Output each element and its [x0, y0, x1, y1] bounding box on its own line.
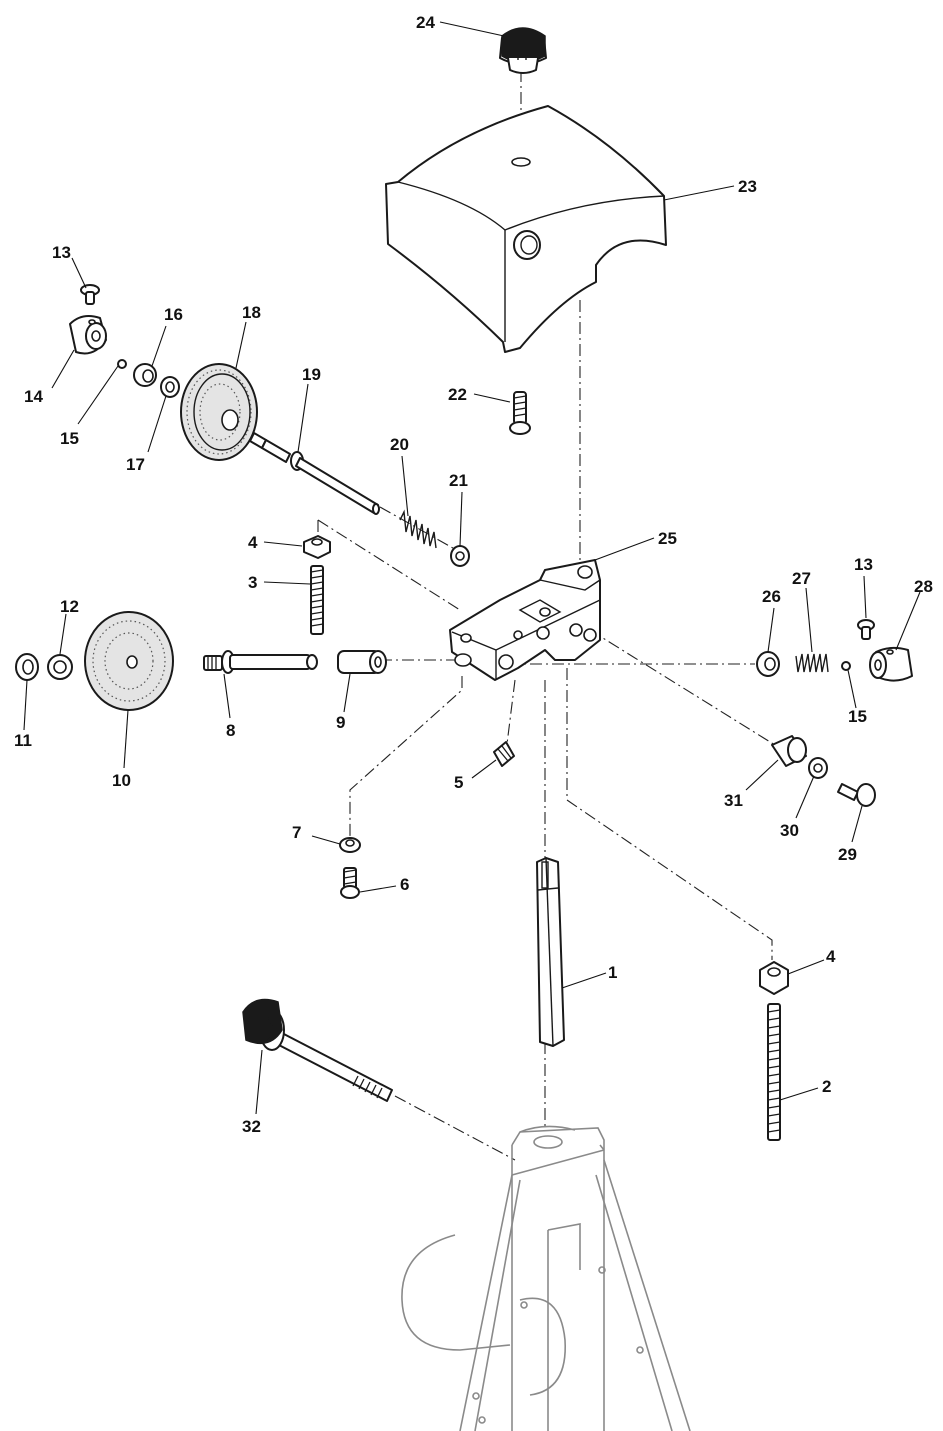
callout-18: 18: [242, 303, 261, 322]
callout-20: 20: [390, 435, 409, 454]
screw-part-22: [509, 391, 531, 435]
nut-part-4-lower: [759, 961, 789, 995]
nut-part-4-top: [303, 535, 331, 559]
ball-part-15-right: [841, 661, 851, 671]
callout-28: 28: [914, 577, 933, 596]
spring-part-27: [795, 653, 829, 673]
callout-4-top: 4: [248, 533, 258, 552]
spindle-part-8: [203, 650, 318, 674]
collar-part-28: [869, 646, 913, 682]
callout-3: 3: [248, 573, 257, 592]
column-part-1: [536, 857, 565, 1047]
bracket-part-25: [449, 559, 601, 681]
callout-2: 2: [822, 1077, 831, 1096]
callout-24: 24: [416, 13, 435, 32]
washer-part-30: [808, 757, 828, 779]
bushing-part-16: [133, 363, 157, 387]
callout-32: 32: [242, 1117, 261, 1136]
callout-1: 1: [608, 963, 617, 982]
callout-21: 21: [449, 471, 468, 490]
callout-15-right: 15: [848, 707, 867, 726]
setscrew-part-5: [493, 741, 515, 767]
callout-19: 19: [302, 365, 321, 384]
callout-9: 9: [336, 713, 345, 732]
callout-13-right: 13: [854, 555, 873, 574]
callout-16: 16: [164, 305, 183, 324]
washer-part-26: [756, 651, 780, 677]
machine-frame: [401, 1125, 691, 1431]
callout-25: 25: [658, 529, 677, 548]
callout-15-left: 15: [60, 429, 79, 448]
wheel-part-18: [180, 363, 258, 461]
knob-part-24: [499, 27, 547, 74]
callout-17: 17: [126, 455, 145, 474]
bushing-part-31: [771, 735, 807, 767]
shaft-part-19: [249, 432, 380, 515]
screw-part-13-left: [80, 284, 100, 305]
callout-22: 22: [448, 385, 467, 404]
washer-part-17: [160, 376, 180, 398]
washer-part-7: [339, 837, 361, 853]
callout-27: 27: [792, 569, 811, 588]
callout-13-left: 13: [52, 243, 71, 262]
stud-part-3: [310, 565, 324, 635]
collar-part-14: [69, 315, 107, 355]
callout-8: 8: [226, 721, 235, 740]
callout-26: 26: [762, 587, 781, 606]
washer-part-21: [450, 545, 470, 567]
callout-5: 5: [454, 773, 463, 792]
screw-part-29: [837, 783, 876, 807]
callout-23: 23: [738, 177, 757, 196]
bushing-part-9: [337, 650, 387, 674]
ball-part-15-left: [117, 359, 127, 369]
callout-31: 31: [724, 791, 743, 810]
screw-part-13-right: [857, 619, 875, 640]
washer-part-12: [47, 654, 73, 680]
wheel-part-10: [84, 611, 174, 711]
callout-10: 10: [112, 771, 131, 790]
callout-14: 14: [24, 387, 43, 406]
spring-part-20: [399, 509, 437, 549]
nut-part-11: [15, 653, 39, 681]
callout-4-lower: 4: [826, 947, 836, 966]
leader-lines: [23, 21, 921, 1115]
callout-12: 12: [60, 597, 79, 616]
callout-11: 11: [14, 731, 32, 750]
stud-part-2: [767, 1003, 781, 1141]
callout-7: 7: [292, 823, 301, 842]
callout-labels: 24 23 13 16 18 19 14 22 15 20 17 21 25 4…: [14, 13, 933, 1136]
screw-part-6: [340, 867, 360, 899]
callout-6: 6: [400, 875, 409, 894]
clamp-screw-part-32: [242, 998, 393, 1102]
callout-30: 30: [780, 821, 799, 840]
callout-29: 29: [838, 845, 857, 864]
cover-part-23: [385, 105, 667, 353]
